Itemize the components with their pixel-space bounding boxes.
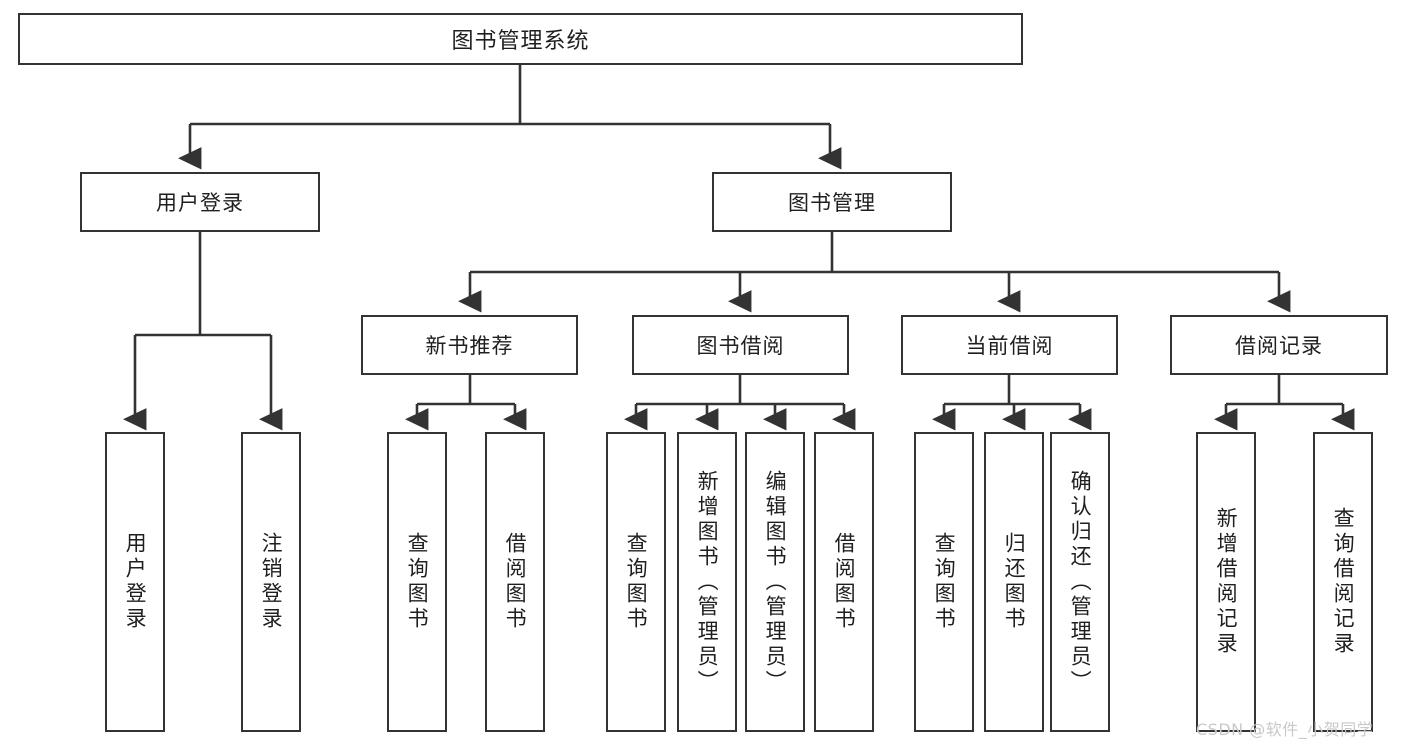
leaf-label: 注销登录: [259, 532, 284, 632]
node-leaf-user-login[interactable]: 用户登录: [105, 432, 165, 732]
node-leaf-edit-book[interactable]: 编辑图书（管理员）: [745, 432, 805, 732]
node-book-borrow[interactable]: 图书借阅: [632, 315, 849, 375]
leaf-label: 用户登录: [123, 532, 148, 632]
node-leaf-query-book-1[interactable]: 查询图书: [387, 432, 447, 732]
node-leaf-query-record[interactable]: 查询借阅记录: [1313, 432, 1373, 732]
node-leaf-confirm-return[interactable]: 确认归还（管理员）: [1050, 432, 1110, 732]
leaf-label: 查询借阅记录: [1331, 507, 1356, 657]
node-leaf-add-record[interactable]: 新增借阅记录: [1196, 432, 1256, 732]
leaf-label: 新增借阅记录: [1214, 507, 1239, 657]
leaf-label: 确认归还（管理员）: [1068, 469, 1093, 695]
leaf-label: 新增图书（管理员）: [695, 469, 720, 695]
node-leaf-return-book[interactable]: 归还图书: [984, 432, 1044, 732]
leaf-label: 查询图书: [932, 532, 957, 632]
leaf-label: 查询图书: [405, 532, 430, 632]
node-new-book-recommend[interactable]: 新书推荐: [361, 315, 578, 375]
leaf-label: 查询图书: [624, 532, 649, 632]
node-leaf-query-book-2[interactable]: 查询图书: [606, 432, 666, 732]
node-leaf-borrow-book-1[interactable]: 借阅图书: [485, 432, 545, 732]
node-borrow-record[interactable]: 借阅记录: [1170, 315, 1388, 375]
leaf-label: 借阅图书: [503, 532, 528, 632]
csdn-watermark: CSDN @软件_小贺同学: [1196, 720, 1374, 739]
leaf-label: 编辑图书（管理员）: [763, 469, 788, 695]
node-user-login[interactable]: 用户登录: [80, 172, 320, 232]
node-root-system[interactable]: 图书管理系统: [18, 13, 1023, 65]
node-leaf-user-logout[interactable]: 注销登录: [241, 432, 301, 732]
node-leaf-query-book-3[interactable]: 查询图书: [914, 432, 974, 732]
node-current-borrow[interactable]: 当前借阅: [901, 315, 1118, 375]
leaf-label: 借阅图书: [832, 532, 857, 632]
node-leaf-borrow-book-2[interactable]: 借阅图书: [814, 432, 874, 732]
leaf-label: 归还图书: [1002, 532, 1027, 632]
node-book-manage[interactable]: 图书管理: [712, 172, 952, 232]
node-leaf-add-book[interactable]: 新增图书（管理员）: [677, 432, 737, 732]
